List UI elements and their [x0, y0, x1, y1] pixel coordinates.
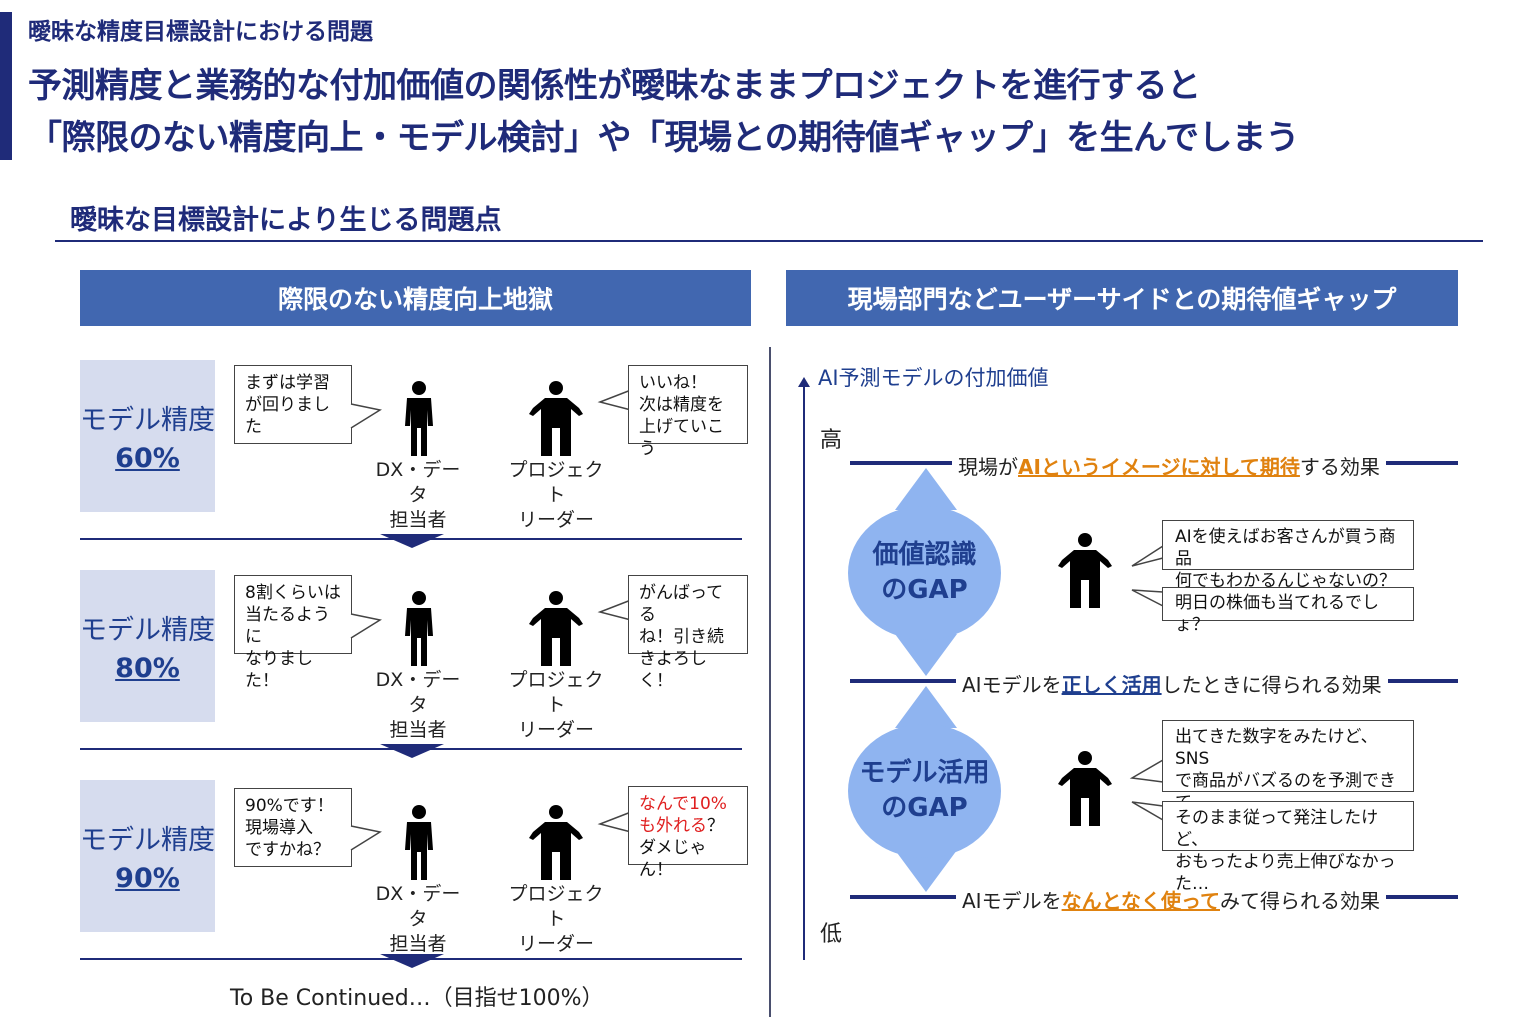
leader-speech-bubble-1: いいね！ 次は精度を 上げていこう	[628, 365, 748, 459]
bubble-tail-icon	[1129, 759, 1164, 783]
dx-speech-bubble-3: 90%です！ 現場導入 ですかね？	[234, 788, 352, 867]
level-casual-use-text: AIモデルをなんとなく使ってみて得られる効果	[956, 885, 1386, 914]
bubble-tail-icon	[1131, 545, 1164, 567]
accuracy-label: モデル精度	[80, 405, 215, 436]
value-axis-label: AI予測モデルの付加価値	[818, 366, 1049, 390]
axis-arrow-icon	[798, 377, 810, 387]
section-rule	[55, 240, 1483, 242]
accuracy-label: モデル精度	[80, 615, 215, 646]
axis-low-label: 低	[820, 922, 843, 947]
person-icon	[405, 591, 433, 666]
user-comment-3: 出てきた数字をみたけど、SNS で商品がバズるのを予測できて なかった！	[1162, 720, 1414, 835]
bubble-tail-icon	[1131, 801, 1164, 821]
person-arms-out-icon	[529, 591, 583, 666]
person-icon	[405, 381, 433, 456]
user-person-icon	[1058, 533, 1112, 608]
leader-complaint-red: なんで10% も外れる	[639, 794, 727, 836]
level-expectation-text: 現場がAIというイメージに対して期待する効果	[952, 451, 1386, 480]
value-gap-ellipse: 価値認識 のGAP	[848, 506, 1001, 640]
dx-staff-label: DX・データ 担当者	[375, 883, 461, 955]
leader-speech-bubble-3: なんで10% も外れる？ ダメじゃん！	[628, 786, 748, 880]
person-icon	[405, 805, 433, 880]
bubble-tail-icon	[597, 599, 632, 621]
leader-speech-bubble-2: がんばってる ね！引き続 きよろしく！	[628, 575, 748, 691]
accuracy-box-2: モデル精度 80%	[80, 570, 215, 722]
user-comment-2: 明日の株価も当てれるでしょ？	[1162, 587, 1414, 635]
down-arrow-icon	[380, 534, 444, 548]
dx-speech-bubble-1: まずは学習 が回りました	[234, 365, 352, 444]
person-arms-out-icon	[529, 381, 583, 456]
accent-bar	[0, 12, 12, 160]
axis-high-label: 高	[820, 428, 843, 453]
headline-line-2: 「際限のない精度向上・モデル検討」や「現場との期待値ギャップ」を生んでしまう	[28, 118, 1299, 158]
leader-label: プロジェクト リーダー	[508, 669, 604, 741]
accuracy-value: 60%	[115, 443, 180, 474]
leader-complaint-rest: ？ ダメじゃん！	[639, 816, 724, 880]
user-comment-4: そのまま従って発注したけど、 おもったより売上伸びなかった…	[1162, 801, 1414, 894]
leader-label: プロジェクト リーダー	[508, 883, 604, 955]
section-title: 曖昧な目標設計により生じる問題点	[70, 205, 502, 236]
accuracy-box-3: モデル精度 90%	[80, 780, 215, 932]
level-proper-use-text: AIモデルを正しく活用したときに得られる効果	[956, 669, 1388, 698]
person-arms-out-icon	[529, 805, 583, 880]
kicker: 曖昧な精度目標設計における問題	[28, 19, 373, 45]
accuracy-label: モデル精度	[80, 825, 215, 856]
dx-staff-label: DX・データ 担当者	[375, 459, 461, 531]
usage-gap-ellipse: モデル活用 のGAP	[848, 724, 1001, 858]
panel-divider	[769, 347, 771, 1017]
value-axis	[803, 385, 805, 960]
down-arrow-icon	[380, 744, 444, 758]
bubble-tail-icon	[350, 613, 382, 639]
dx-staff-label: DX・データ 担当者	[375, 669, 461, 741]
bubble-tail-icon	[1131, 589, 1164, 607]
left-panel-heading: 際限のない精度向上地獄	[80, 270, 751, 326]
user-person-icon	[1058, 751, 1112, 826]
to-be-continued: To Be Continued…（目指せ100%）	[230, 986, 604, 1011]
right-panel-heading: 現場部門などユーザーサイドとの期待値ギャップ	[786, 270, 1458, 326]
dx-speech-bubble-2: 8割くらいは 当たるように なりました！	[234, 575, 352, 691]
bubble-tail-icon	[350, 403, 382, 429]
bubble-tail-icon	[350, 825, 382, 851]
headline-line-1: 予測精度と業務的な付加価値の関係性が曖昧なままプロジェクトを進行すると	[28, 66, 1201, 106]
bubble-tail-icon	[597, 811, 632, 833]
bubble-tail-icon	[597, 389, 632, 411]
accuracy-box-1: モデル精度 60%	[80, 360, 215, 512]
user-comment-1: AIを使えばお客さんが買う商品 何でもわかるんじゃないの？	[1162, 520, 1414, 591]
accuracy-value: 80%	[115, 653, 180, 684]
down-arrow-icon	[380, 954, 444, 968]
accuracy-value: 90%	[115, 863, 180, 894]
leader-label: プロジェクト リーダー	[508, 459, 604, 531]
